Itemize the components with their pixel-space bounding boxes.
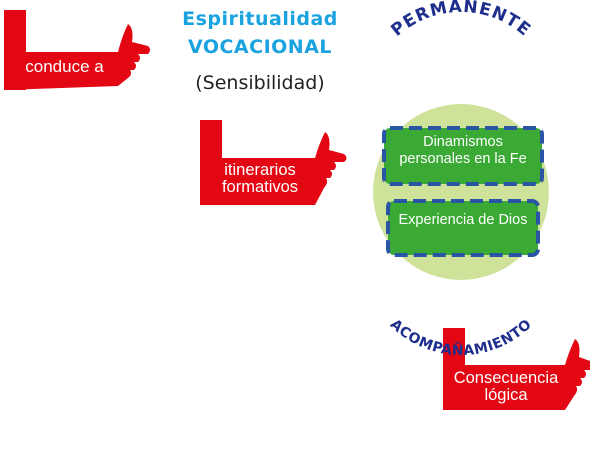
box-label-dinamismos: Dinamismos personales en la Fe <box>399 134 527 167</box>
arc-text-top: PERMANENTE <box>387 0 534 41</box>
title-line-3: (Sensibilidad) <box>195 72 325 94</box>
pointing-hand-icon-2 <box>200 120 347 205</box>
box-label-experiencia: Experiencia de Dios <box>398 212 528 228</box>
box-experiencia <box>386 199 540 257</box>
hand-label-1: conduce a <box>25 57 104 76</box>
hand-label-2: itinerarios formativos <box>221 161 299 197</box>
title-line-2: VOCACIONAL <box>187 36 333 58</box>
box-dinamismos <box>382 126 544 186</box>
pointing-hand-icon-1 <box>4 10 150 90</box>
pointing-hand-icon-3 <box>443 328 590 410</box>
title-line-1: Espiritualidad <box>182 8 338 30</box>
hand-label-3: Consecuencia lógica <box>453 369 559 405</box>
